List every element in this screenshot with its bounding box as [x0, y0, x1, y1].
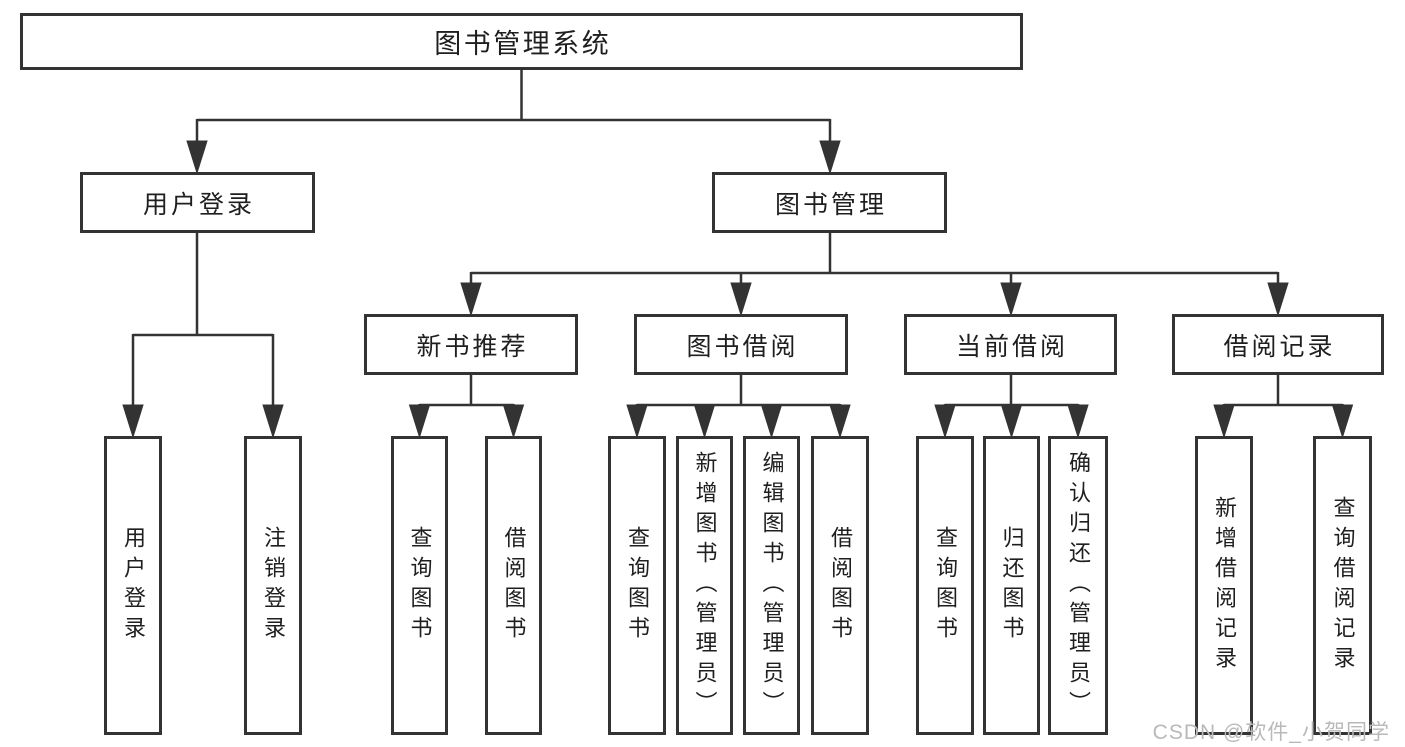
leaf-query-borrow-record-label: 查询借阅记录 [1330, 495, 1356, 676]
node-borrow-records: 借阅记录 [1172, 314, 1384, 375]
leaf-edit-book-admin-label: 编辑图书（管理员） [759, 450, 785, 721]
node-root-label: 图书管理系统 [434, 29, 612, 59]
node-user-login-label: 用户登录 [142, 190, 255, 219]
node-current-borrow: 当前借阅 [904, 314, 1117, 375]
leaf-borrow-book-recommend-label: 借阅图书 [501, 525, 527, 646]
leaf-add-book-admin: 新增图书（管理员） [676, 436, 733, 735]
node-new-book-recommend: 新书推荐 [364, 314, 578, 375]
leaf-add-book-admin-label: 新增图书（管理员） [692, 450, 718, 721]
node-borrow-records-label: 借阅记录 [1223, 332, 1336, 361]
csdn-watermark: CSDN @软件_小贺同学 [1152, 721, 1390, 744]
leaf-return-book-label: 归还图书 [999, 525, 1025, 646]
leaf-query-borrow-record: 查询借阅记录 [1313, 436, 1372, 735]
leaf-confirm-return-admin-label: 确认归还（管理员） [1066, 450, 1091, 721]
leaf-query-book-current: 查询图书 [916, 436, 974, 735]
node-book-management-label: 图书管理 [774, 190, 887, 219]
leaf-query-book-borrow: 查询图书 [608, 436, 666, 735]
node-user-login: 用户登录 [80, 172, 315, 233]
leaf-query-book-current-label: 查询图书 [933, 525, 958, 646]
leaf-edit-book-admin: 编辑图书（管理员） [743, 436, 800, 735]
node-current-borrow-label: 当前借阅 [955, 332, 1068, 361]
leaf-borrow-book-recommend: 借阅图书 [485, 436, 542, 735]
leaf-query-book-recommend-label: 查询图书 [407, 525, 433, 646]
leaf-return-book: 归还图书 [983, 436, 1040, 735]
leaf-query-book-borrow-label: 查询图书 [625, 525, 650, 646]
leaf-query-book-recommend: 查询图书 [391, 436, 448, 735]
node-root: 图书管理系统 [20, 13, 1023, 70]
leaf-confirm-return-admin: 确认归还（管理员） [1048, 436, 1108, 735]
node-book-management: 图书管理 [712, 172, 947, 233]
leaf-add-borrow-record-label: 新增借阅记录 [1212, 495, 1237, 676]
leaf-borrow-book: 借阅图书 [811, 436, 869, 735]
leaf-add-borrow-record: 新增借阅记录 [1195, 436, 1253, 735]
leaf-logout-label: 注销登录 [261, 525, 286, 646]
leaf-user-login-label: 用户登录 [121, 525, 146, 646]
leaf-borrow-book-label: 借阅图书 [828, 525, 853, 646]
node-new-book-recommend-label: 新书推荐 [416, 332, 529, 361]
leaf-logout: 注销登录 [244, 436, 302, 735]
leaf-user-login: 用户登录 [104, 436, 162, 735]
node-book-borrow: 图书借阅 [634, 314, 848, 375]
node-book-borrow-label: 图书借阅 [686, 332, 799, 361]
